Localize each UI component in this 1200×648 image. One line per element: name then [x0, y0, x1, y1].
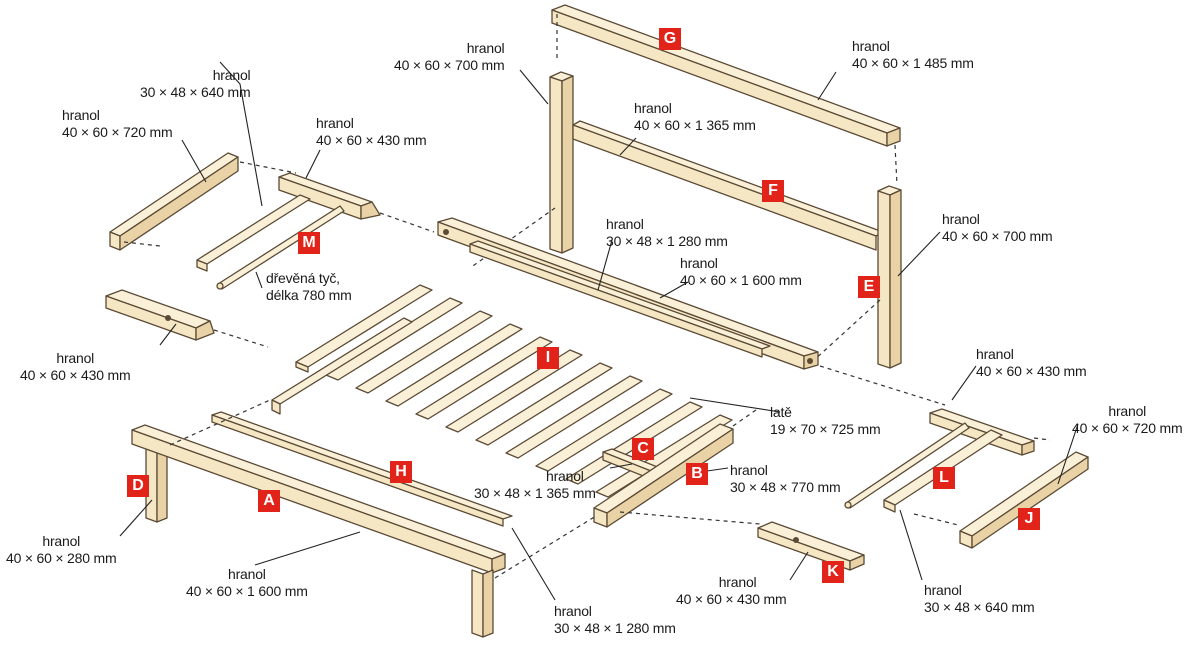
- part-left-arm-slat: [196, 194, 311, 272]
- part-right-arm-rod: [844, 422, 970, 509]
- tag-c: C: [632, 438, 654, 460]
- part-g-rail: [551, 4, 901, 147]
- part-slat-support-left: [271, 317, 413, 415]
- part-k-arm-lower: [757, 521, 865, 571]
- part-d-leg-left: [145, 445, 168, 523]
- tag-k: K: [822, 561, 844, 583]
- part-h-cleat: [211, 411, 513, 527]
- tag-b: B: [686, 463, 708, 485]
- tag-a: A: [258, 490, 280, 512]
- part-d-leg-right: [471, 569, 494, 638]
- tag-j: J: [1018, 508, 1040, 530]
- part-b-beam: [593, 423, 734, 528]
- part-left-lower-arm: [105, 289, 215, 341]
- leader-lines: [119, 61, 1079, 601]
- part-e-post-left: [549, 71, 574, 254]
- part-left-arm-top: [109, 152, 239, 251]
- part-back-cleat: [469, 240, 771, 358]
- tag-d: D: [127, 475, 149, 497]
- tag-m: M: [298, 232, 320, 254]
- part-right-arm-cross: [929, 408, 1035, 456]
- tag-e: E: [858, 276, 880, 298]
- label-m: dřevěná tyč,délka 780 mm: [266, 270, 352, 303]
- part-e-post-right: [877, 185, 902, 369]
- tag-i: I: [537, 347, 559, 369]
- tag-f: F: [762, 180, 784, 202]
- tag-h: H: [390, 461, 412, 483]
- tag-g: G: [659, 28, 681, 50]
- part-j-arm-top: [959, 451, 1089, 549]
- part-a-rail: [131, 424, 506, 574]
- tag-l: L: [933, 467, 955, 489]
